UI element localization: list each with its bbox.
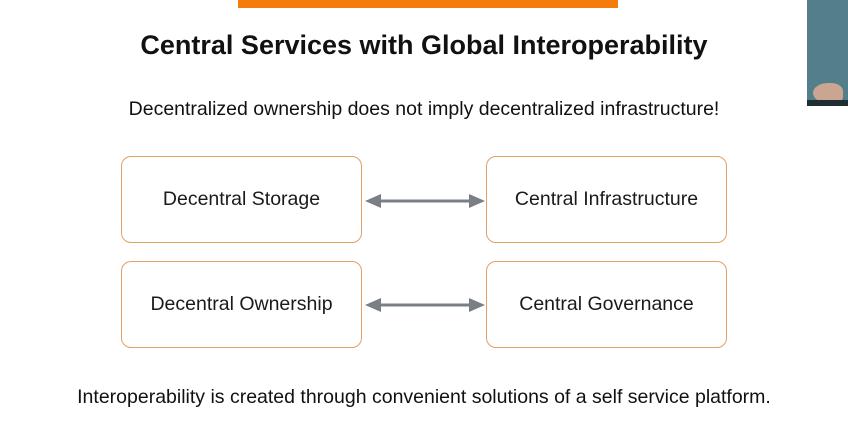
- webcam-thumbnail: [807, 0, 848, 106]
- box-label: Decentral Storage: [162, 188, 321, 210]
- box-decentral-storage: Decentral Storage: [121, 156, 362, 243]
- accent-bar: [238, 0, 618, 8]
- box-decentral-ownership: Decentral Ownership: [121, 261, 362, 348]
- hand-shape: [813, 83, 843, 103]
- box-central-governance: Central Governance: [486, 261, 727, 348]
- box-label: Central Governance: [519, 293, 694, 315]
- double-arrow-icon: [365, 298, 485, 312]
- slide-subtitle: Decentralized ownership does not imply d…: [128, 98, 720, 120]
- box-label: Central Infrastructure: [514, 188, 699, 210]
- box-central-infrastructure: Central Infrastructure: [486, 156, 727, 243]
- slide-footer: Interoperability is created through conv…: [77, 386, 771, 408]
- double-arrow-icon: [365, 194, 485, 208]
- webcam-shade: [807, 100, 848, 106]
- box-label: Decentral Ownership: [150, 293, 333, 315]
- slide-title: Central Services with Global Interoperab…: [140, 30, 708, 60]
